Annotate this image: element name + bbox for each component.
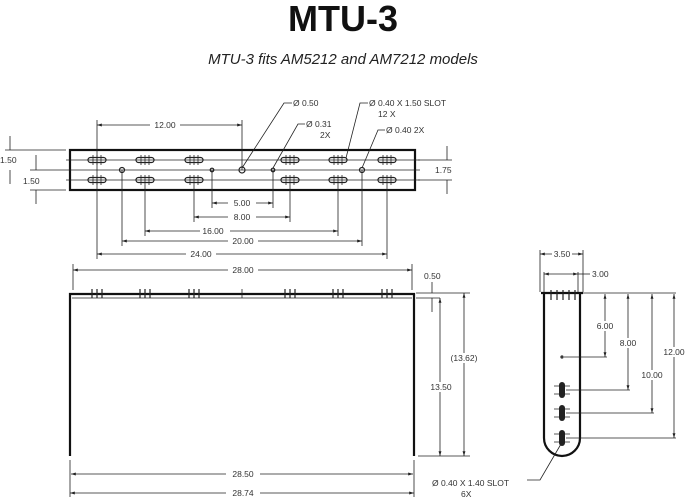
dim-right-label: 1.75	[435, 165, 452, 175]
dim-outer-label: 3.50	[554, 249, 571, 259]
dim-24-label: 24.00	[190, 249, 212, 259]
dim-10-label: 10.00	[641, 370, 663, 380]
side-slot	[559, 382, 565, 398]
front-view: 28.00 0.50 13.50 (13.62) 28.50 28.74	[68, 264, 482, 498]
side-outline	[542, 293, 582, 458]
dim-8-side-label: 8.00	[620, 338, 637, 348]
callout-hole040: Ø 0.40 2X	[386, 125, 425, 135]
slot-tick	[139, 289, 151, 298]
slot-tick	[332, 289, 344, 298]
dim-width-inner-label: 28.50	[232, 469, 254, 479]
callout-slot: Ø 0.40 X 1.50 SLOT	[369, 98, 446, 108]
dim-height-ref-label: (13.62)	[451, 353, 478, 363]
dim-width-top-label: 28.00	[232, 265, 254, 275]
dim-6-label: 6.00	[597, 321, 614, 331]
side-slot	[559, 430, 565, 446]
dim-16-label: 16.00	[202, 226, 224, 236]
dim-5-label: 5.00	[234, 198, 251, 208]
dim-height-label: 13.50	[430, 382, 452, 392]
side-callout: Ø 0.40 X 1.40 SLOT	[432, 478, 509, 488]
slot-tick	[381, 289, 393, 298]
dim-left-1-label: 1.50	[0, 155, 17, 165]
page-subtitle: MTU-3 fits AM5212 and AM7212 models	[208, 51, 478, 68]
dim-inner-label: 3.00	[592, 269, 609, 279]
callout-hole050: Ø 0.50	[293, 98, 319, 108]
callout-hole031: Ø 0.31	[306, 119, 332, 129]
callout-hole031-qty: 2X	[320, 130, 331, 140]
dim-width-outer-label: 28.74	[232, 488, 254, 498]
slot-tick	[188, 289, 200, 298]
side-slot	[559, 405, 565, 421]
dim-8-label: 8.00	[234, 212, 251, 222]
slot-tick	[284, 289, 296, 298]
dim-12-side-label: 12.00	[663, 347, 685, 357]
top-view: 12.00 5.00 8.00 16.00 20.00 24.00 1.50 1…	[0, 98, 452, 259]
page-title: MTU-3	[288, 0, 398, 39]
dim-20-label: 20.00	[232, 236, 254, 246]
slot-tick	[91, 289, 103, 298]
dim-12-label: 12.00	[154, 120, 176, 130]
side-callout-qty: 6X	[461, 489, 472, 499]
side-view: 3.50 3.00 6.00 8.00 10.00 12.00 Ø 0.40 X…	[432, 249, 687, 499]
callout-slot-qty: 12 X	[378, 109, 396, 119]
dim-thickness-label: 0.50	[424, 271, 441, 281]
dim-left-2-label: 1.50	[23, 176, 40, 186]
bracket-outline	[68, 292, 416, 456]
